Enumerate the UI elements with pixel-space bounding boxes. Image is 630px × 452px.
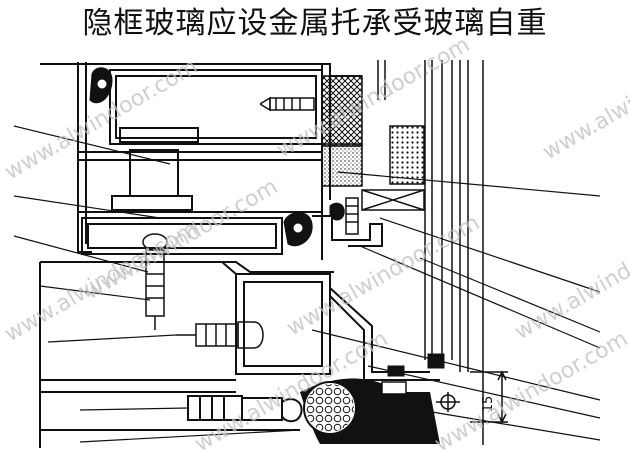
horizontal-bolt xyxy=(176,321,264,349)
backer-rod-sealant xyxy=(300,378,440,444)
page-title: 隐框玻璃应设金属托承受玻璃自重 xyxy=(82,6,548,41)
svg-text:www.alwindoor.com: www.alwindoor.com xyxy=(511,214,630,345)
gaskets xyxy=(89,67,445,377)
upper-screw xyxy=(259,96,315,112)
svg-text:www.alwindoor.com: www.alwindoor.com xyxy=(1,216,203,347)
structural-silicone-stipple xyxy=(321,143,363,187)
dimension-label: 15 xyxy=(481,396,496,413)
spacer-bolt xyxy=(345,189,425,235)
upper-frame-profile xyxy=(40,62,362,260)
svg-text:www.alwindoor.com: www.alwindoor.com xyxy=(283,210,485,341)
glass-spacer xyxy=(389,125,425,185)
leader-lines xyxy=(13,125,601,443)
mid-profile xyxy=(40,215,383,273)
vertical-bolt xyxy=(142,233,168,330)
svg-text:www.alwindoor.com: www.alwindoor.com xyxy=(539,34,630,165)
